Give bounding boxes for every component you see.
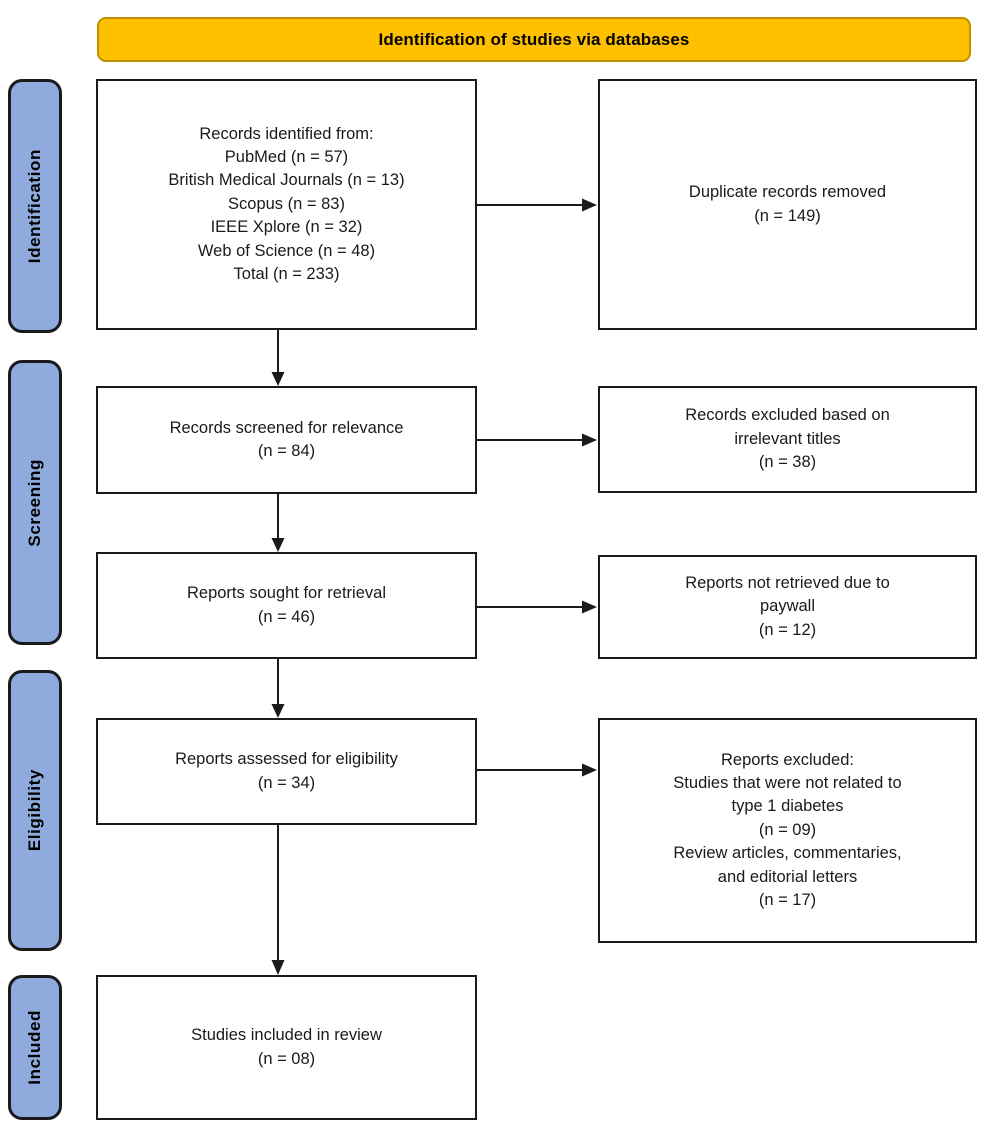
connector-assessed-to-included xyxy=(270,825,286,977)
box-records-excluded-text: Records excluded based on irrelevant tit… xyxy=(685,406,890,472)
connector-sought-to-not-retrieved xyxy=(477,599,599,615)
banner-title: Identification of studies via databases xyxy=(378,30,690,49)
stage-label-eligibility: Eligibility xyxy=(8,670,62,951)
stage-label-identification-text: Identification xyxy=(25,148,44,264)
connector-screened-to-excluded xyxy=(477,432,599,448)
box-reports-excluded-text: Reports excluded: Studies that were not … xyxy=(673,750,902,910)
box-records-screened: Records screened for relevance (n = 84) xyxy=(96,386,477,494)
box-records-identified-text: Records identified from: PubMed (n = 57)… xyxy=(168,124,405,284)
stage-label-identification: Identification xyxy=(8,79,62,333)
stage-label-screening-text: Screening xyxy=(25,458,44,547)
box-reports-assessed: Reports assessed for eligibility (n = 34… xyxy=(96,718,477,825)
connector-sought-to-assessed xyxy=(270,659,286,720)
box-reports-excluded: Reports excluded: Studies that were not … xyxy=(598,718,977,943)
box-reports-sought-text: Reports sought for retrieval (n = 46) xyxy=(186,584,386,626)
stage-label-included: Included xyxy=(8,975,62,1120)
box-duplicates-removed-text: Duplicate records removed (n = 149) xyxy=(688,183,887,225)
stage-label-screening: Screening xyxy=(8,360,62,645)
box-reports-not-retrieved: Reports not retrieved due to paywall (n … xyxy=(598,555,977,659)
box-reports-assessed-text: Reports assessed for eligibility (n = 34… xyxy=(175,750,398,792)
box-studies-included: Studies included in review (n = 08) xyxy=(96,975,477,1120)
connector-assessed-to-reports-excluded xyxy=(477,762,599,778)
stage-label-eligibility-text: Eligibility xyxy=(25,769,44,852)
connector-screened-to-sought xyxy=(270,494,286,554)
box-records-screened-text: Records screened for relevance (n = 84) xyxy=(169,418,404,460)
box-records-excluded: Records excluded based on irrelevant tit… xyxy=(598,386,977,493)
box-studies-included-text: Studies included in review (n = 08) xyxy=(191,1026,382,1068)
diagram-banner: Identification of studies via databases xyxy=(97,17,971,62)
connector-identified-to-duplicates xyxy=(477,197,599,213)
box-records-identified: Records identified from: PubMed (n = 57)… xyxy=(96,79,477,330)
stage-label-included-text: Included xyxy=(25,1010,44,1085)
box-reports-not-retrieved-text: Reports not retrieved due to paywall (n … xyxy=(685,573,890,639)
connector-identified-to-screened xyxy=(270,330,286,388)
box-reports-sought: Reports sought for retrieval (n = 46) xyxy=(96,552,477,659)
box-duplicates-removed: Duplicate records removed (n = 149) xyxy=(598,79,977,330)
